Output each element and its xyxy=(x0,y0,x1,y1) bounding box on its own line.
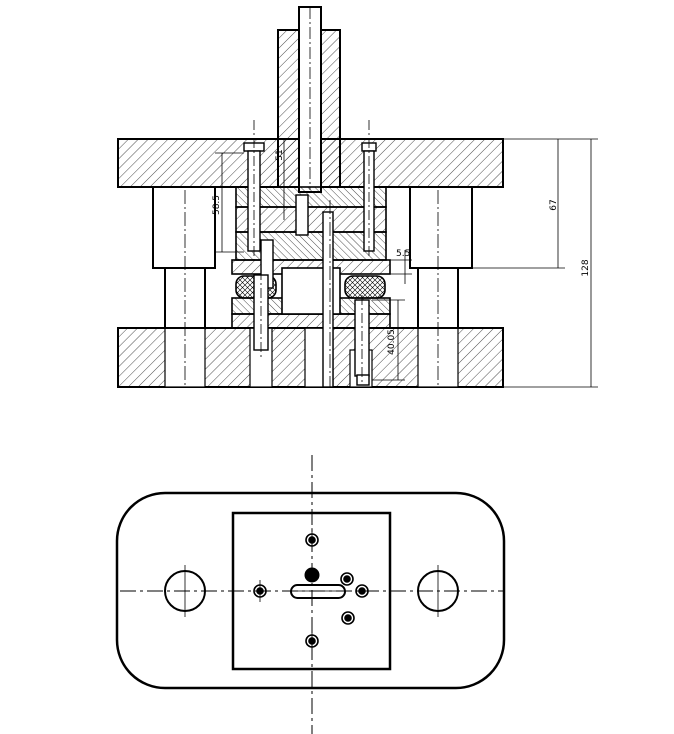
dimension-labels: 128 67 5.5 40.05 51 58.5 xyxy=(212,149,591,355)
dimensions xyxy=(215,138,598,388)
punch-slot xyxy=(290,584,346,599)
punch-plates xyxy=(231,186,391,275)
dim-total-height: 128 xyxy=(581,259,591,276)
screw-holes xyxy=(253,528,369,653)
dim-gap: 5.5 xyxy=(396,249,410,259)
die-plates xyxy=(231,267,391,329)
section-view xyxy=(117,6,504,388)
dim-upper-height: 67 xyxy=(549,199,559,210)
dim-lower-depth: 40.05 xyxy=(387,329,397,355)
guide-sleeve-left xyxy=(152,186,216,269)
dim-punch-b: 58.5 xyxy=(212,195,222,215)
plan-view xyxy=(115,455,506,734)
punch-hole xyxy=(304,567,320,583)
shank xyxy=(277,6,341,193)
guide-sleeve-right xyxy=(409,186,473,269)
screws xyxy=(243,120,377,386)
dim-punch-a: 51 xyxy=(275,149,285,160)
